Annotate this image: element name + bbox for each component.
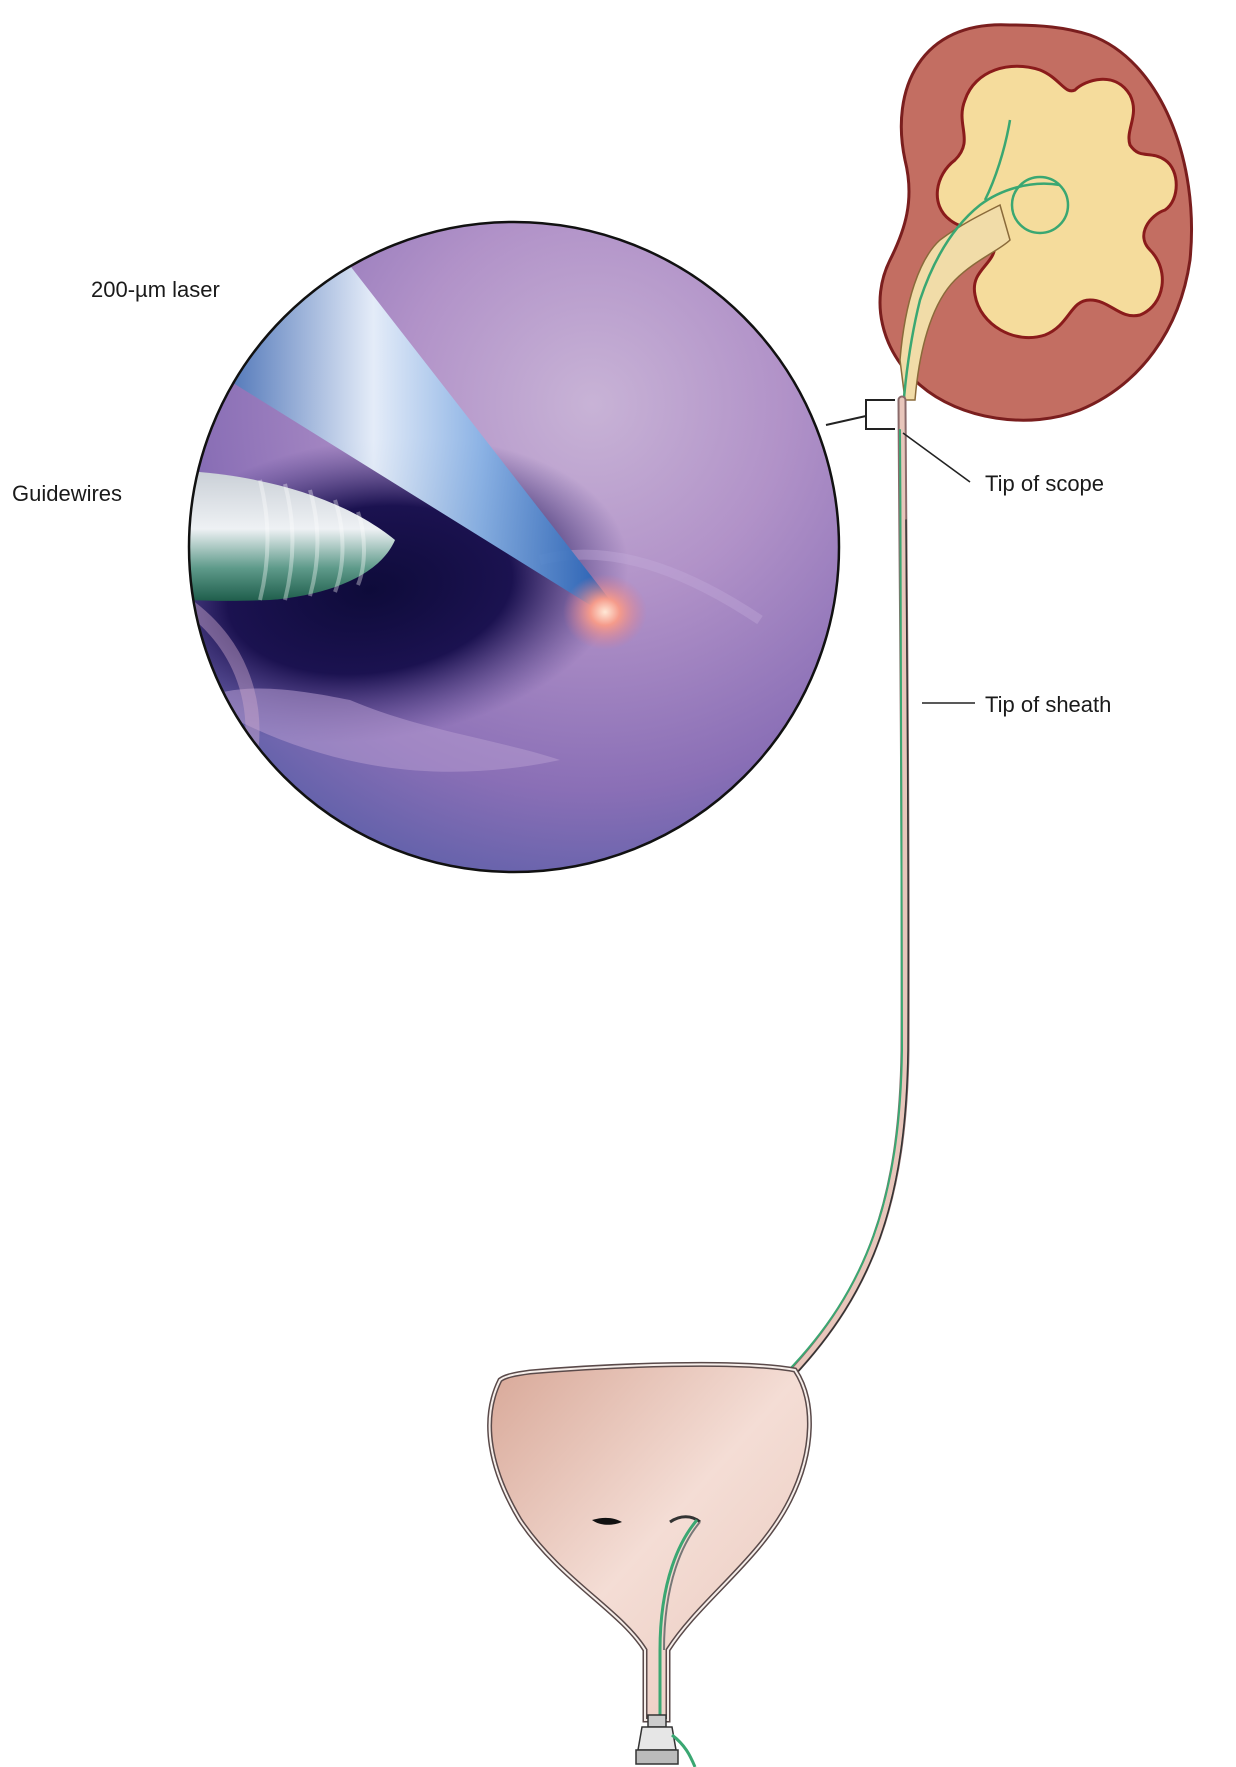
label-guidewires: Guidewires	[12, 481, 123, 506]
label-200um-laser: 200-µm laser	[91, 277, 220, 302]
magnification-callout	[825, 399, 895, 430]
endoscopic-view	[187, 220, 841, 874]
label-tip-of-sheath: Tip of sheath	[985, 692, 1112, 717]
kidney	[878, 23, 1193, 422]
guidewires-graphic	[189, 470, 395, 601]
label-leaders	[902, 432, 975, 704]
label-tip-of-scope: Tip of scope	[985, 471, 1105, 496]
ureter-with-scope	[785, 395, 910, 1380]
laser-fiber-graphic	[189, 240, 610, 605]
scope-handle	[635, 1714, 697, 1767]
bladder	[487, 1361, 812, 1740]
stone-glow	[563, 574, 647, 650]
